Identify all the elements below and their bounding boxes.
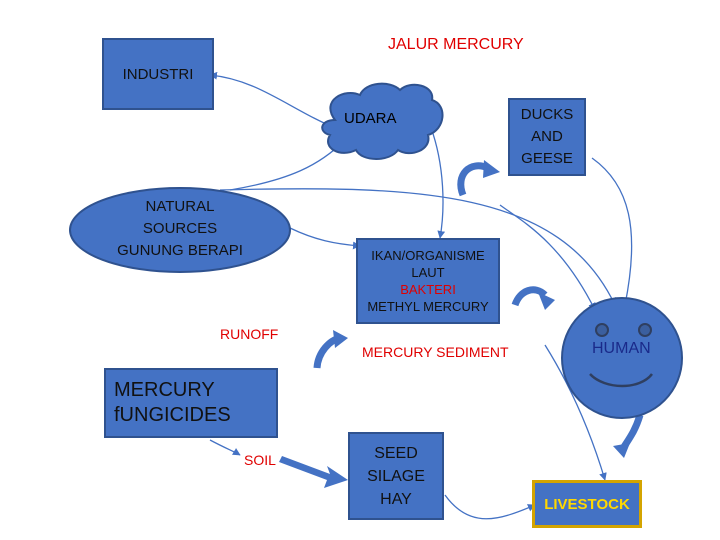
ikan-bakteri: BAKTERI (400, 282, 456, 297)
arrow-sediment-to-livestock (544, 344, 607, 481)
fungicides-line-2: fUNGICIDES (114, 404, 231, 426)
arrow-ducks-to-human (591, 157, 633, 306)
udara-label: UDARA (344, 110, 397, 127)
seed-silage-hay-box: SEED SILAGE HAY (348, 432, 444, 520)
human-right-eye-icon (638, 323, 652, 337)
natural-line-3: GUNUNG BERAPI (117, 242, 243, 259)
industri-label: INDUSTRI (122, 66, 194, 83)
human-smile-icon (589, 373, 653, 388)
curved-arrow-sediment-icon (511, 286, 555, 310)
seed-line-1: SEED (374, 444, 418, 462)
natural-line-2: SOURCES (142, 220, 218, 237)
udara-cloud-shape (321, 82, 444, 160)
diagram-title: JALUR MERCURY (388, 36, 524, 53)
arrow-udara-to-ikan (429, 124, 446, 239)
ikan-line-2: LAUT (411, 265, 445, 280)
ikan-methyl: METHYL MERCURY (367, 299, 489, 314)
seed-line-3: HAY (380, 490, 412, 508)
ducks-line-1: DUCKS (520, 106, 574, 123)
thick-arrow-soil-to-seed-icon (279, 456, 348, 488)
soil-label: SOIL (244, 452, 276, 468)
mercury-fungicides-box: MERCURY fUNGICIDES (104, 368, 278, 438)
mercury-sediment-label: MERCURY SEDIMENT (362, 344, 509, 360)
ducks-geese-box: DUCKS AND GEESE (508, 98, 586, 176)
fungicides-line-1: MERCURY (114, 379, 215, 401)
natural-line-1: NATURAL (145, 198, 215, 215)
livestock-box: LIVESTOCK (532, 480, 642, 528)
arrow-natural-to-udara (229, 139, 346, 191)
curved-arrow-runoff-icon (313, 330, 348, 369)
ducks-line-2: AND (531, 128, 563, 145)
human-label: HUMAN (592, 340, 651, 357)
human-left-eye-icon (595, 323, 609, 337)
seed-line-2: SILAGE (367, 467, 425, 485)
ikan-box: IKAN/ORGANISME LAUT BAKTERI METHYL MERCU… (356, 238, 500, 324)
arrow-fungicides-to-soil (209, 439, 241, 456)
arrow-natural-to-human (219, 188, 616, 306)
curved-arrow-human-icon (613, 413, 644, 458)
natural-sources-text: NATURAL SOURCES GUNUNG BERAPI (90, 196, 270, 262)
ikan-line-1: IKAN/ORGANISME (371, 248, 485, 263)
arrow-seed-to-livestock (444, 494, 536, 520)
ducks-line-3: GEESE (521, 150, 573, 167)
runoff-label: RUNOFF (220, 326, 279, 342)
arrow-natural-to-ikan (289, 227, 361, 250)
arrow-udara-to-industri (209, 71, 341, 131)
livestock-label: LIVESTOCK (544, 495, 630, 513)
curved-arrow-ducks-icon (457, 160, 500, 197)
arrow-ikan-to-human (499, 204, 596, 311)
human-circle (561, 297, 683, 419)
industri-box: INDUSTRI (102, 38, 214, 110)
natural-sources-ellipse (69, 187, 291, 273)
